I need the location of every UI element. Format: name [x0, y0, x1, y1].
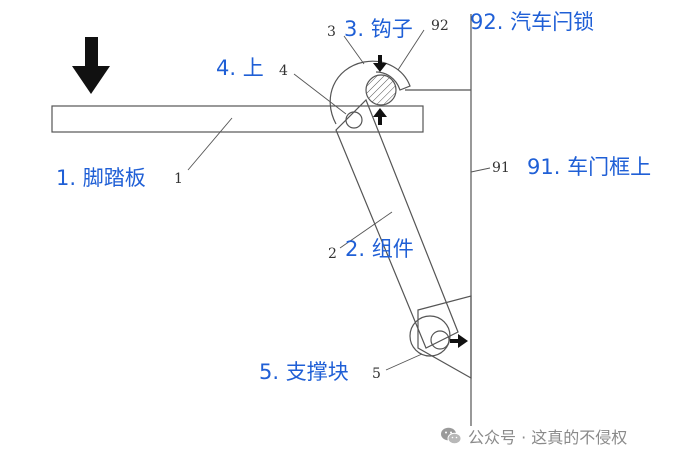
pedal-pivot	[345, 111, 363, 129]
part-number-3: 3	[327, 24, 336, 40]
part-number-5: 5	[372, 366, 381, 382]
assembly-link	[335, 98, 459, 349]
support-pivot-outer	[409, 315, 451, 357]
leader-92	[397, 29, 425, 71]
part-number-4: 4	[279, 63, 288, 79]
hook	[329, 60, 411, 125]
pin-arrow-up-icon	[373, 108, 387, 125]
leader-3	[343, 35, 365, 65]
support-pivot-inner	[430, 330, 450, 350]
support-arrow-right-icon	[450, 334, 468, 348]
part-number-2: 2	[328, 246, 337, 262]
watermark-text: 公众号 · 这真的不侵权	[468, 428, 628, 447]
leader-4	[293, 73, 347, 115]
pedal-bar	[51, 105, 424, 133]
leader-91	[470, 167, 491, 173]
leader-2	[339, 211, 393, 249]
label-assembly: 2. 组件	[345, 237, 414, 261]
label-door-frame: 91. 车门框上	[527, 155, 651, 179]
watermark: 公众号 · 这真的不侵权	[440, 424, 627, 448]
label-support: 5. 支撑块	[259, 360, 349, 384]
leader-5	[385, 353, 423, 371]
wechat-icon	[441, 427, 462, 445]
force-arrow-icon	[72, 37, 110, 94]
label-top: 4. 上	[216, 56, 264, 80]
label-pedal: 1. 脚踏板	[56, 166, 146, 190]
part-number-1: 1	[174, 171, 183, 187]
part-number-91: 91	[492, 160, 510, 176]
pin-arrow-down-icon	[373, 55, 387, 72]
latch-pin	[365, 74, 397, 106]
label-door-lock: 92. 汽车闩锁	[470, 10, 594, 34]
support-block	[417, 295, 472, 380]
leader-1	[187, 117, 233, 171]
label-hook: 3. 钩子	[344, 17, 413, 41]
part-number-92: 92	[431, 18, 449, 34]
